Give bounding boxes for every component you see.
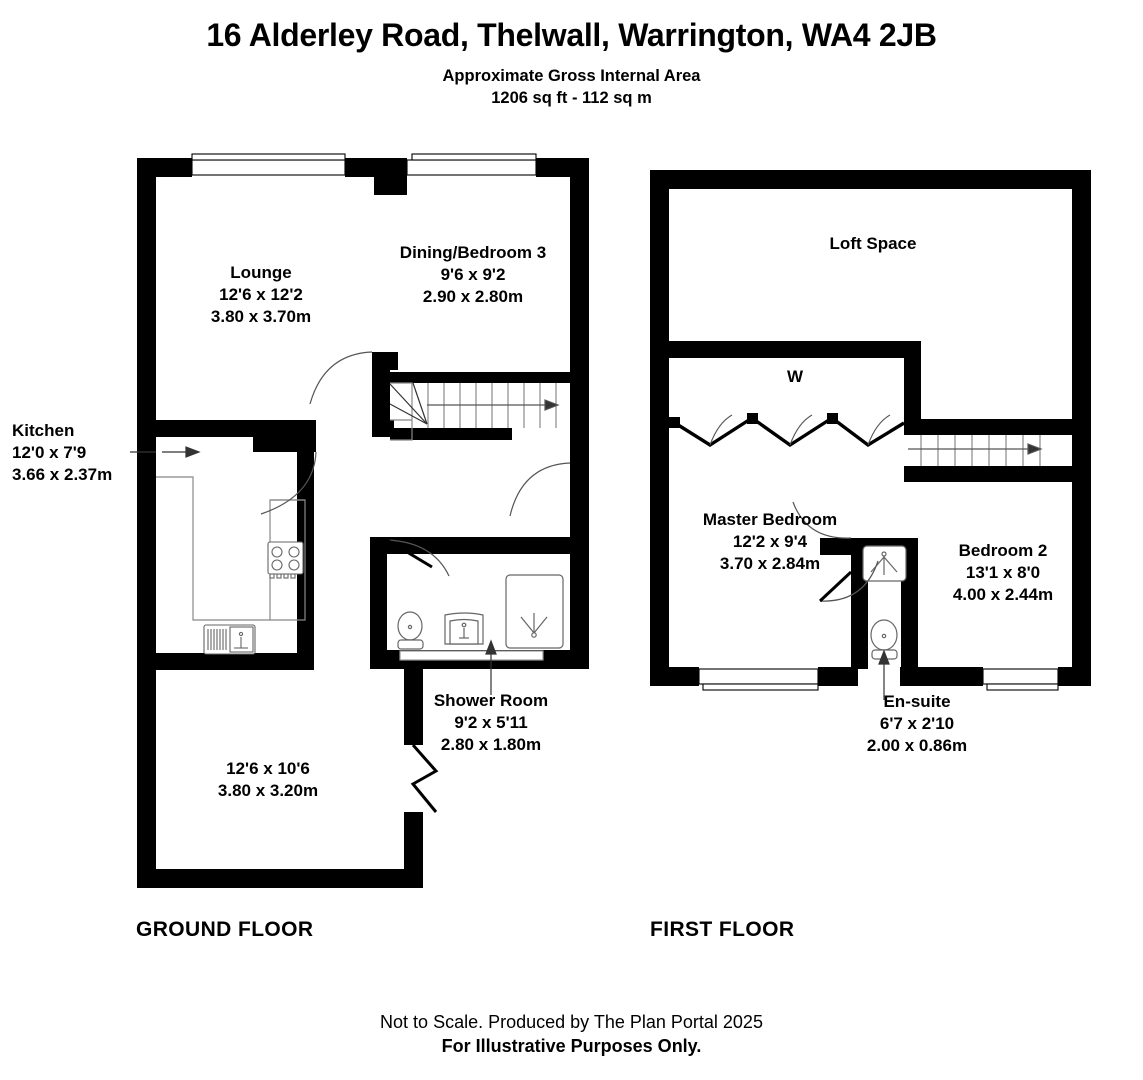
room-imperial-kitchen: 12'0 x 7'9 — [12, 442, 87, 462]
footer-disclaimer: Not to Scale. Produced by The Plan Porta… — [380, 1012, 763, 1032]
room-name-ensuite: En-suite — [883, 692, 951, 711]
room-label-lounge: Lounge 12'6 x 12'2 3.80 x 3.70m — [185, 262, 337, 327]
kitchen-hob — [267, 541, 304, 579]
footer-illustrative-note: For Illustrative Purposes Only. — [441, 1036, 702, 1057]
ensuite-leader-line — [878, 649, 890, 700]
room-label-bedroom2: Bedroom 2 13'1 x 8'0 4.00 x 2.44m — [938, 540, 1068, 605]
kitchen-leader-line — [130, 446, 201, 458]
staircase-direction-arrow — [427, 399, 560, 411]
room-label-ensuite: En-suite 6'7 x 2'10 2.00 x 0.86m — [828, 691, 1006, 756]
room-label-wardrobe: W — [760, 366, 830, 388]
room-name-loft-space: Loft Space — [829, 234, 917, 253]
page-title: 16 Alderley Road, Thelwall, Warrington, … — [206, 17, 937, 53]
room-imperial-bedroom2: 13'1 x 8'0 — [965, 562, 1041, 582]
ground-floor-doors — [260, 351, 571, 577]
room-name-master-bedroom: Master Bedroom — [702, 510, 838, 529]
room-name-bedroom2: Bedroom 2 — [958, 541, 1048, 560]
wardrobe-bifold-doors — [669, 413, 905, 448]
room-label-kitchen: Kitchen 12'0 x 7'9 3.66 x 2.37m — [12, 420, 152, 485]
room-name-lounge: Lounge — [230, 263, 292, 282]
first-floor-walls — [650, 170, 1091, 686]
room-metric-master-bedroom: 3.70 x 2.84m — [719, 553, 821, 573]
floor-caption-ground: GROUND FLOOR — [136, 918, 314, 941]
rear-room-bifold-doors — [410, 744, 439, 813]
plan-header: 16 Alderley Road, Thelwall, Warrington, … — [0, 0, 1143, 109]
first-floor-door-leaves — [818, 570, 853, 603]
room-metric-kitchen: 3.66 x 2.37m — [12, 464, 113, 484]
first-floor-plan — [650, 170, 1091, 700]
plan-footer: Not to Scale. Produced by The Plan Porta… — [0, 1010, 1143, 1059]
room-metric-dining-bedroom3: 2.90 x 2.80m — [422, 286, 524, 306]
room-label-rear-room: 12'6 x 10'6 3.80 x 3.20m — [160, 758, 376, 802]
ground-floor-windows — [191, 153, 537, 176]
room-metric-bedroom2: 4.00 x 2.44m — [952, 584, 1054, 604]
floor-caption-first: FIRST FLOOR — [650, 918, 795, 941]
staircase-winders — [389, 382, 428, 425]
room-metric-rear-room: 3.80 x 3.20m — [217, 780, 319, 800]
ground-floor-plan — [130, 153, 589, 888]
staircase-first-direction-arrow — [908, 443, 1043, 455]
room-label-master-bedroom: Master Bedroom 12'2 x 9'4 3.70 x 2.84m — [690, 509, 850, 574]
kitchen-sink — [203, 624, 256, 655]
room-name-dining-bedroom3: Dining/Bedroom 3 — [399, 243, 547, 262]
room-imperial-shower-room: 9'2 x 5'11 — [454, 712, 528, 732]
room-name-wardrobe: W — [786, 367, 804, 386]
area-caption: Approximate Gross Internal Area — [442, 67, 701, 86]
room-label-dining-bedroom3: Dining/Bedroom 3 9'6 x 9'2 2.90 x 2.80m — [385, 242, 561, 307]
ensuite-fixtures — [862, 545, 907, 660]
room-name-kitchen: Kitchen — [12, 421, 75, 440]
room-imperial-rear-room: 12'6 x 10'6 — [226, 759, 310, 778]
first-floor-interior-walls — [669, 341, 1072, 669]
ground-floor-door-leaves — [386, 538, 433, 569]
room-metric-lounge: 3.80 x 3.70m — [210, 306, 312, 326]
room-label-loft-space: Loft Space — [760, 233, 986, 255]
room-imperial-dining-bedroom3: 9'6 x 9'2 — [440, 264, 506, 284]
room-imperial-master-bedroom: 12'2 x 9'4 — [732, 531, 808, 551]
staircase-first — [920, 435, 1041, 466]
room-label-shower-room: Shower Room 9'2 x 5'11 2.80 x 1.80m — [420, 690, 562, 755]
room-name-shower-room: Shower Room — [433, 691, 549, 710]
shower-room-leader-line — [485, 639, 497, 695]
first-floor-windows — [698, 668, 1059, 691]
kitchen-fixtures — [156, 476, 306, 621]
room-metric-shower-room: 2.80 x 1.80m — [440, 734, 542, 754]
area-value: 1206 sq ft - 112 sq m — [491, 88, 652, 107]
shower-room-fixtures — [397, 574, 564, 661]
room-metric-ensuite: 2.00 x 0.86m — [866, 735, 968, 755]
first-floor-doors — [792, 501, 879, 602]
room-imperial-lounge: 12'6 x 12'2 — [219, 284, 303, 304]
room-imperial-ensuite: 6'7 x 2'10 — [879, 713, 955, 733]
